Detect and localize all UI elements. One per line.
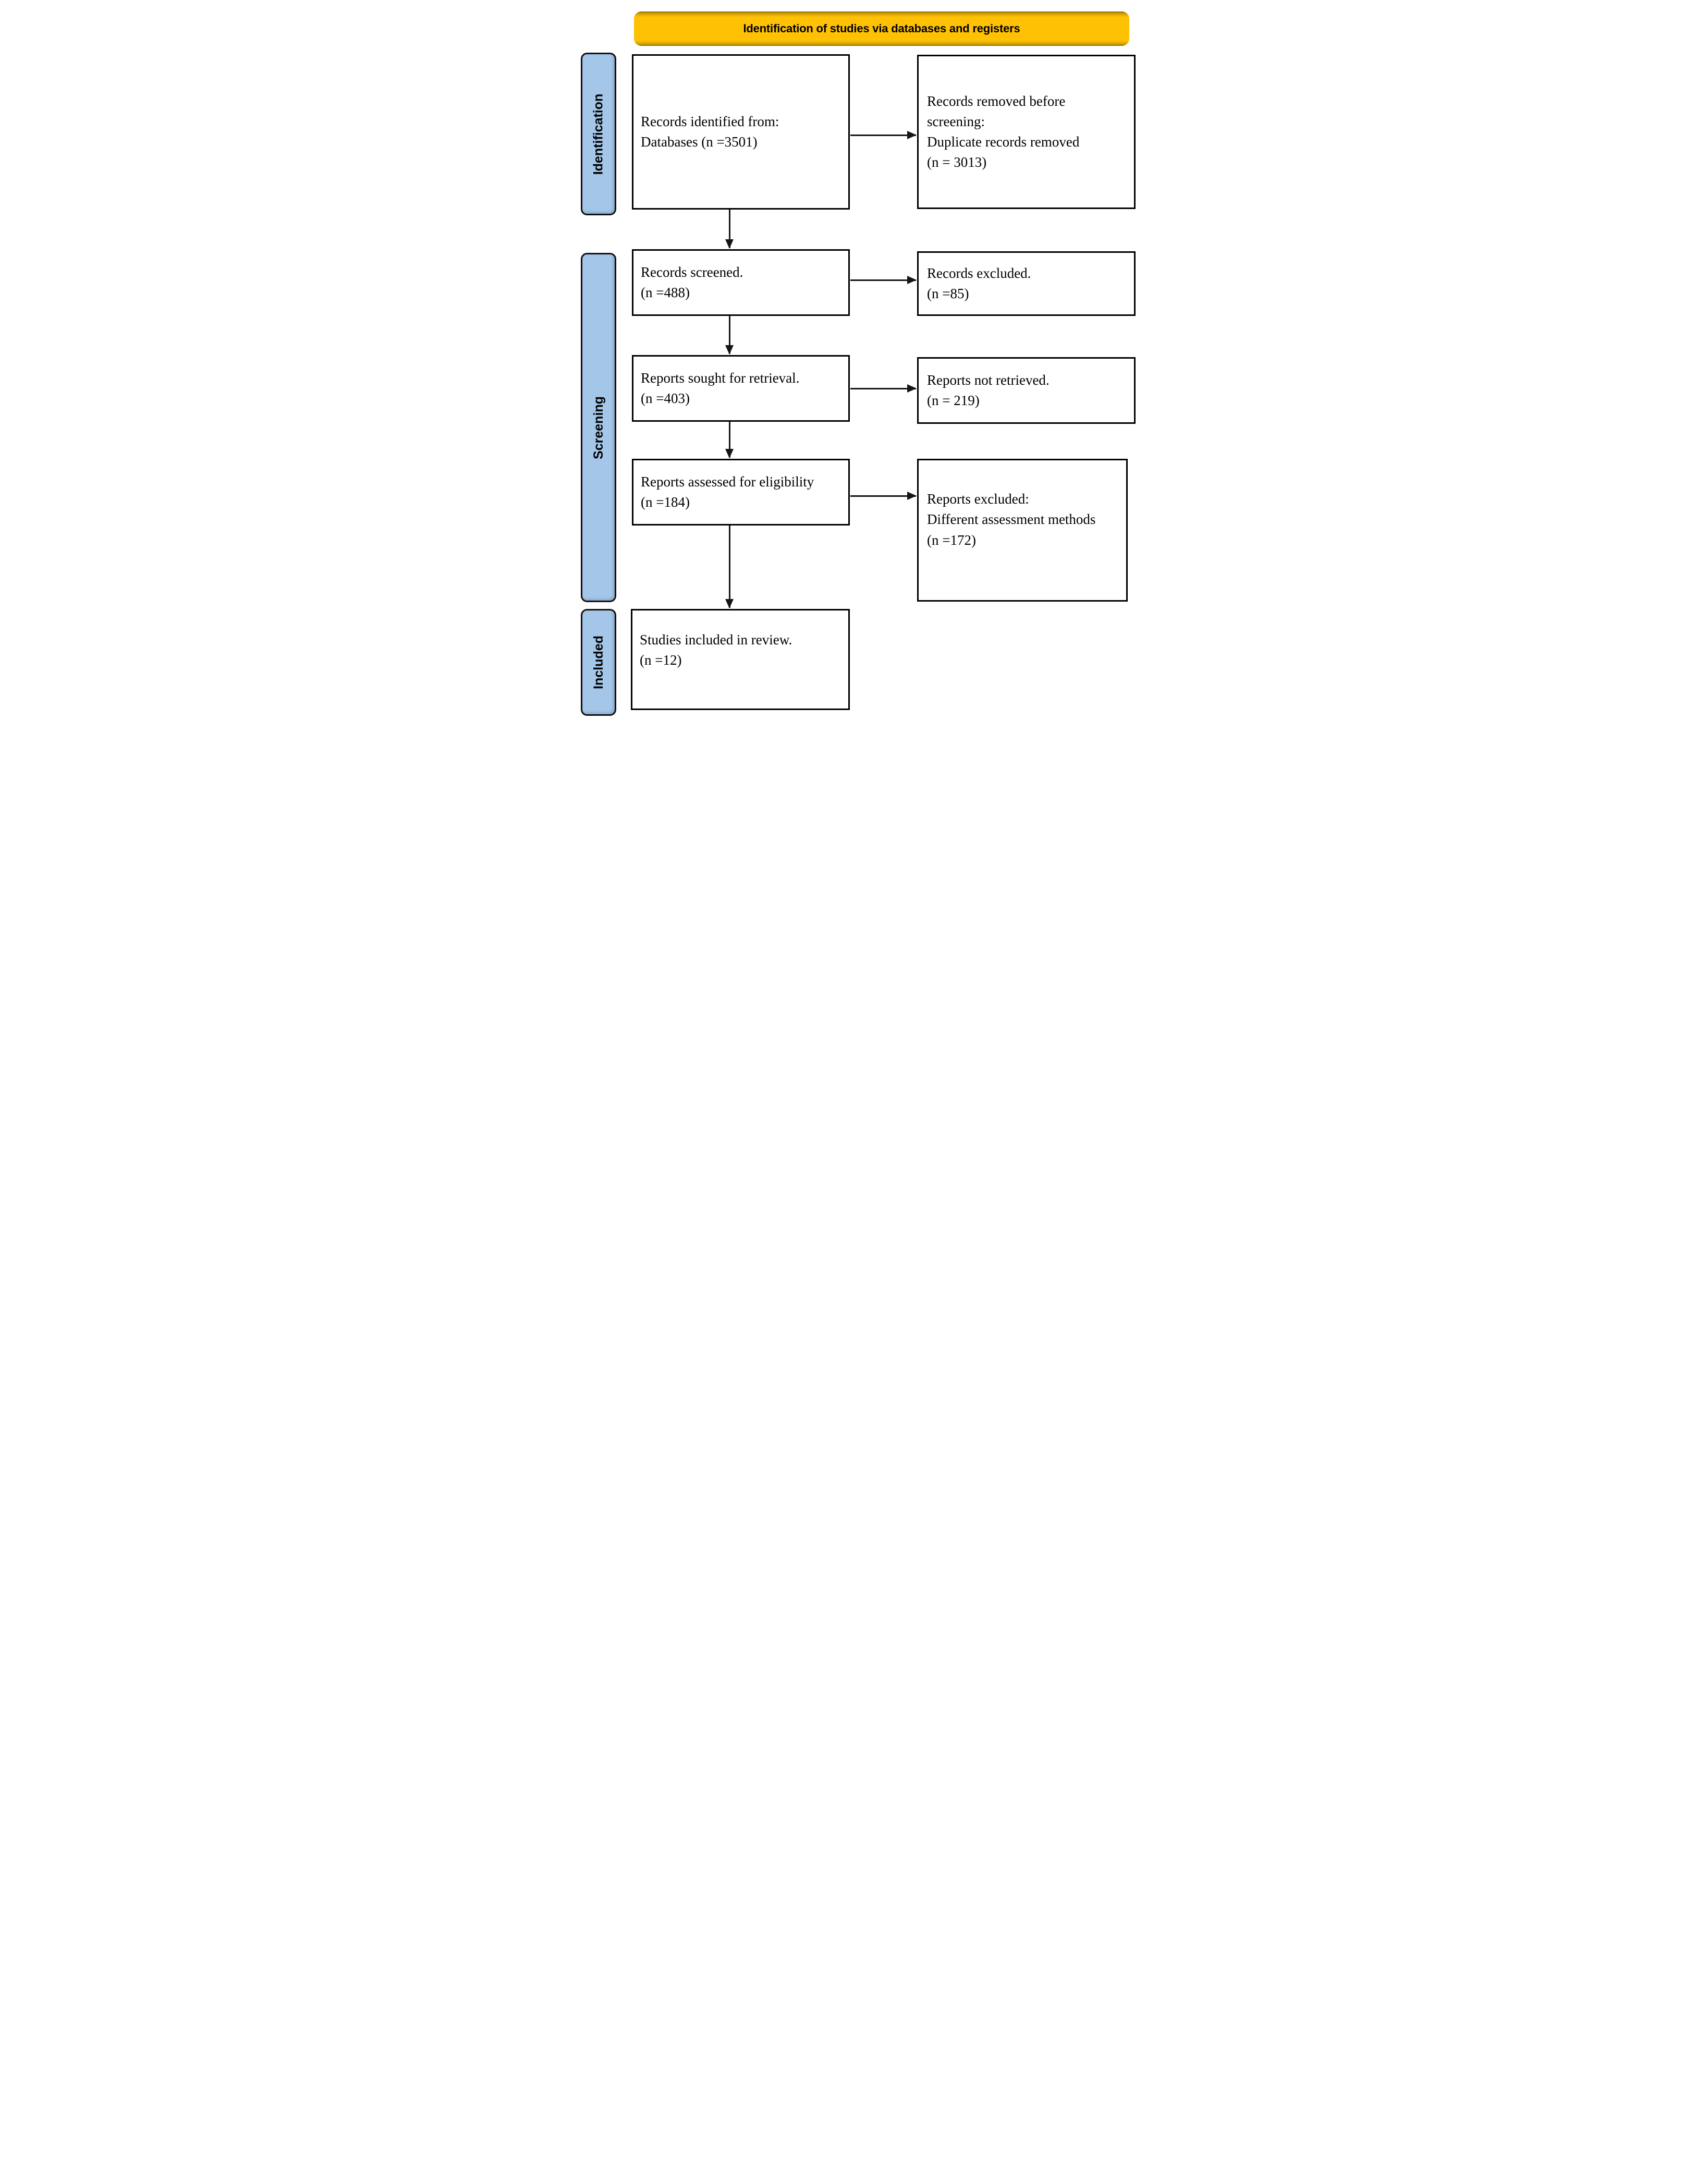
box-text-line: Reports excluded: [927,491,1029,507]
box-text-line: Reports assessed for eligibility [641,473,814,490]
box-text-line: Different assessment methods [927,511,1096,528]
box-text-line: (n =403) [641,390,690,406]
box-text-line: Reports not retrieved. [927,372,1050,388]
box-text-line: Records removed before [927,93,1066,109]
arrow-identified-to-screened [725,210,734,249]
arrow-identified-to-removed [850,131,917,139]
box-text-line: (n =172) [927,532,976,548]
diagram-title: Identification of studies via databases … [743,22,1020,35]
box-records-excluded: Records excluded. (n =85) [917,251,1136,316]
box-records-identified: Records identified from: Databases (n =3… [632,54,850,210]
stage-label-included: Included [581,609,616,716]
box-text-line: screening: [927,113,985,129]
box-text-line: (n = 219) [927,393,980,408]
arrow-sought-to-not-retrieved [850,384,917,393]
arrow-sought-to-assessed [725,422,734,458]
arrow-assessed-to-reports-excluded [850,492,917,500]
box-text-line: Duplicate records removed [927,134,1080,150]
stage-label-identification-text: Identification [591,93,606,175]
box-studies-included-in-review: Studies included in review. (n =12) [631,609,850,710]
box-text-line: (n =488) [641,285,690,300]
box-text-line: (n = 3013) [927,154,987,170]
prisma-flow-diagram: Identification of studies via databases … [569,0,1139,725]
stage-label-screening: Screening [581,253,616,602]
arrow-screened-to-excluded [850,276,917,284]
arrow-screened-to-sought [725,316,734,355]
box-text-line: Databases (n =3501) [641,134,758,150]
box-text-line: (n =85) [927,286,969,301]
box-text-line: Records identified from: [641,113,779,129]
box-reports-sought-for-retrieval: Reports sought for retrieval. (n =403) [632,355,850,422]
box-text-line: (n =12) [640,652,682,668]
box-records-removed-before-screening: Records removed before screening: Duplic… [917,55,1136,209]
arrow-assessed-to-included [725,526,734,608]
stage-label-included-text: Included [591,636,606,689]
box-text-line: Records excluded. [927,265,1031,281]
stage-label-screening-text: Screening [591,396,606,459]
box-text-line: Studies included in review. [640,631,792,648]
box-text-line: Reports sought for retrieval. [641,370,800,386]
diagram-title-banner: Identification of studies via databases … [634,11,1129,46]
stage-label-identification: Identification [581,53,616,215]
box-text-line: (n =184) [641,494,690,510]
box-reports-not-retrieved: Reports not retrieved. (n = 219) [917,357,1136,424]
box-reports-excluded: Reports excluded: Different assessment m… [917,459,1128,602]
box-reports-assessed-for-eligibility: Reports assessed for eligibility (n =184… [632,459,850,526]
box-records-screened: Records screened. (n =488) [632,249,850,316]
box-text-line: Records screened. [641,264,743,280]
